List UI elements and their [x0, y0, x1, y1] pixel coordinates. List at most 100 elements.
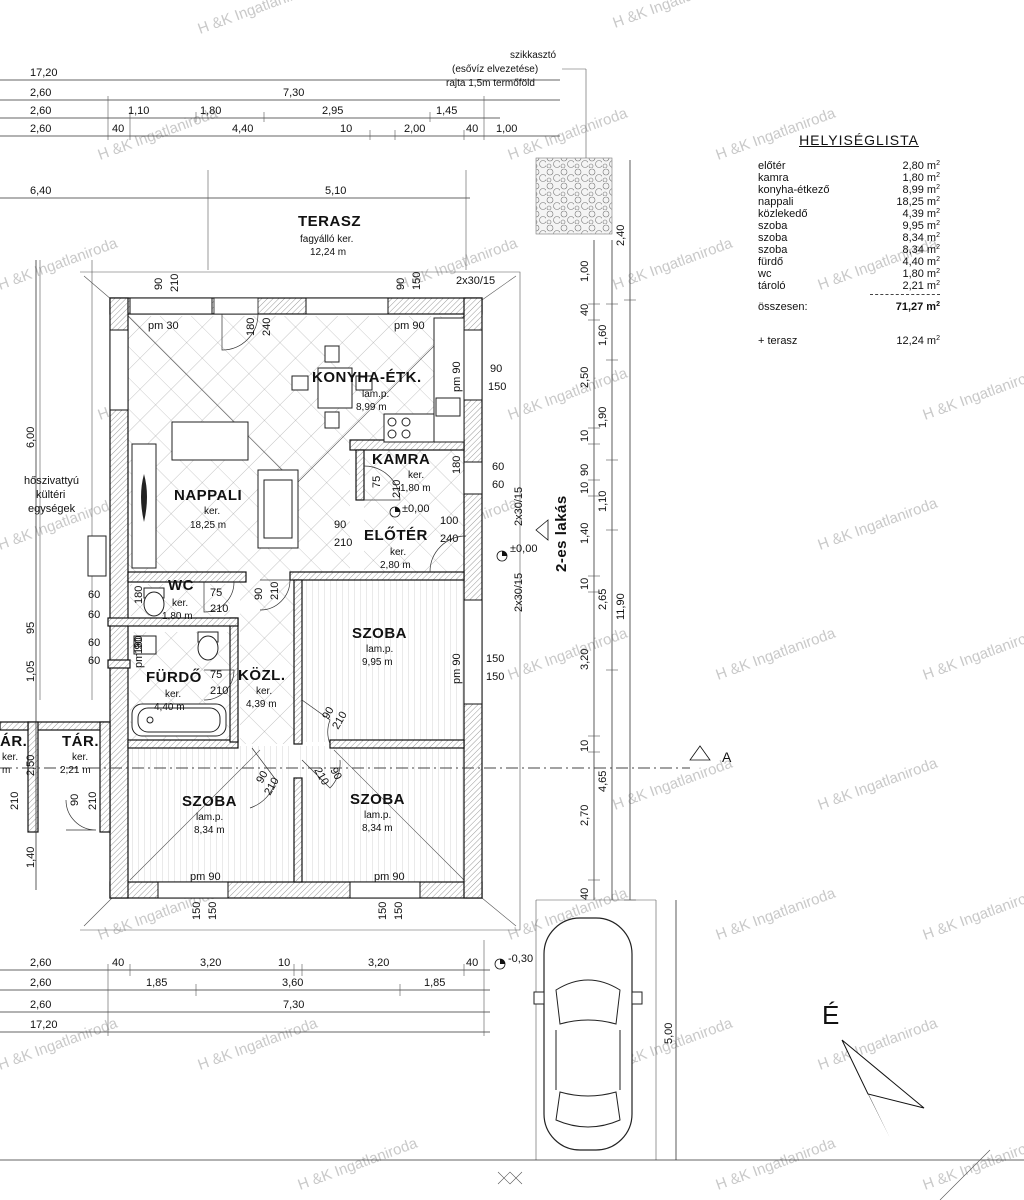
room-floor-tar: ker.: [72, 752, 88, 763]
opening-label: 90: [69, 794, 81, 806]
vent-label: 2x30/15: [513, 573, 525, 612]
dim-top-4-c: 4,40: [232, 123, 253, 135]
room-list-name: fürdő: [758, 256, 784, 268]
heat-pump-label-3: egységek: [28, 503, 76, 515]
dim-bottom: 40: [466, 957, 478, 969]
room-list-value: 8,99 m2: [902, 184, 940, 196]
opening-label: 60: [88, 609, 100, 621]
opening-label: pm 90: [451, 653, 463, 684]
dim-right: 2,70: [579, 805, 591, 826]
opening-label: pm 90: [133, 637, 145, 668]
parking-space: 5,00: [533, 899, 677, 1160]
room-name-kozl: KÖZL.: [238, 667, 286, 684]
watermark: H &K Ingatlaniroda: [921, 364, 1024, 423]
left-dimensions: 6,00 95 1,05 2,50 1,40: [25, 260, 37, 890]
opening-label: 180: [451, 456, 463, 474]
car-icon: [533, 917, 643, 1151]
opening-label: 60: [88, 589, 100, 601]
bathroom-fixtures: [131, 587, 227, 737]
dim-left: 6,00: [25, 427, 37, 448]
opening-label: 240: [261, 318, 273, 336]
room-list-name: közlekedő: [758, 208, 808, 220]
room-area-furdo: 4,40 m: [154, 702, 185, 713]
dim-top-3-a: 2,60: [30, 105, 51, 117]
dim-top-1-a: 17,20: [30, 67, 58, 79]
drain-note-line2: (esővíz elvezetése): [452, 64, 538, 75]
vent-label: 2x30/15: [456, 275, 495, 287]
dim-right: 2,65: [597, 589, 609, 610]
opening-label: pm 90: [451, 361, 463, 392]
opening-label: 180: [133, 636, 145, 654]
opening-label: 150: [486, 653, 504, 665]
bottom-dimensions: 2,60 40 3,20 10 3,20 40 2,60 1,85 3,60 1…: [0, 940, 490, 1036]
north-label: É: [822, 1000, 839, 1030]
opening-label: 90: [395, 278, 407, 290]
room-list-total: összesen: 71,27 m2: [758, 301, 940, 313]
vent-label: 2x30/15: [513, 487, 525, 526]
opening-label: 210: [391, 480, 403, 498]
dim-right: 4,65: [597, 771, 609, 792]
dim-left: 1,40: [25, 847, 37, 868]
room-name-nappali: NAPPALI: [174, 487, 242, 504]
opening-label: 150: [488, 381, 506, 393]
opening-label: 210: [210, 685, 228, 697]
watermark: H &K Ingatlaniroda: [296, 1134, 421, 1193]
plant-icon: [141, 474, 147, 522]
dim-top-5-a: 6,40: [30, 185, 51, 197]
dim-top-4-b: 40: [112, 123, 124, 135]
room-area-kozl: 4,39 m: [246, 699, 277, 710]
opening-label: 210: [9, 792, 21, 810]
opening-label: 150: [411, 272, 423, 290]
watermark: H &K Ingatlaniroda: [196, 0, 321, 38]
room-list-title: HELYISÉGLISTA: [799, 132, 919, 148]
dim-bottom: 1,85: [424, 977, 445, 989]
opening-label: 210: [334, 537, 352, 549]
section-label: A: [722, 749, 732, 765]
washer-icon: [133, 635, 157, 655]
opening-label: 240: [440, 533, 458, 545]
room-name-tar: TÁR.: [62, 733, 99, 750]
right-dimensions: 1,00 40 2,50 10 90 10 1,40 10 3,20 10 2,…: [579, 160, 636, 901]
room-floor-szoba-1: lam.p.: [366, 644, 393, 655]
room-area-szoba-2: 8,34 m: [194, 825, 225, 836]
room-area-terasz: 12,24 m: [310, 247, 346, 258]
watermark: H &K Ingatlaniroda: [921, 884, 1024, 943]
opening-label: 60: [88, 655, 100, 667]
room-name-kamra: KAMRA: [372, 451, 430, 468]
drainage-pit: [535, 157, 613, 235]
opening-label: 75: [371, 476, 383, 488]
dim-top-2-a: 2,60: [30, 87, 51, 99]
room-list-name: kamra: [758, 172, 789, 184]
doors: [65, 313, 467, 831]
dim-top-3-e: 1,45: [436, 105, 457, 117]
room-floor-tar-left: ker.: [2, 752, 18, 763]
watermark: H &K Ingatlaniroda: [816, 494, 941, 553]
opening-label: pm 90: [394, 320, 425, 332]
room-name-konyha: KONYHA-ÉTK.: [312, 369, 422, 386]
roof-outline: [80, 271, 521, 931]
room-list-name: előtér: [758, 160, 786, 172]
room-name-eloter: ELŐTÉR: [364, 526, 428, 544]
room-name-wc: WC: [168, 577, 194, 594]
drain-note-line3: rajta 1,5m termőföld: [446, 78, 535, 89]
apartment-label: 2-es lakás: [553, 495, 570, 572]
room-list-name: szoba: [758, 244, 788, 256]
dim-bottom: 2,60: [30, 999, 51, 1011]
room-list-name: szoba: [758, 220, 788, 232]
opening-label: pm 90: [190, 871, 221, 883]
watermark: H &K Ingatlaniroda: [816, 754, 941, 813]
opening-label: 150: [191, 902, 203, 920]
room-list-value: 2,80 m2: [902, 160, 940, 172]
level-markers: ±0,00 ±0,00 -0,30: [389, 503, 537, 970]
entrance-arrow-icon: [535, 519, 549, 541]
room-floor-nappali: ker.: [204, 506, 220, 517]
room-area-szoba-1: 9,95 m: [362, 657, 393, 668]
watermark: H &K Ingatlaniroda: [506, 624, 631, 683]
dim-right: 10: [579, 578, 591, 590]
dim-right: 1,90: [597, 407, 609, 428]
dim-bottom: 1,85: [146, 977, 167, 989]
